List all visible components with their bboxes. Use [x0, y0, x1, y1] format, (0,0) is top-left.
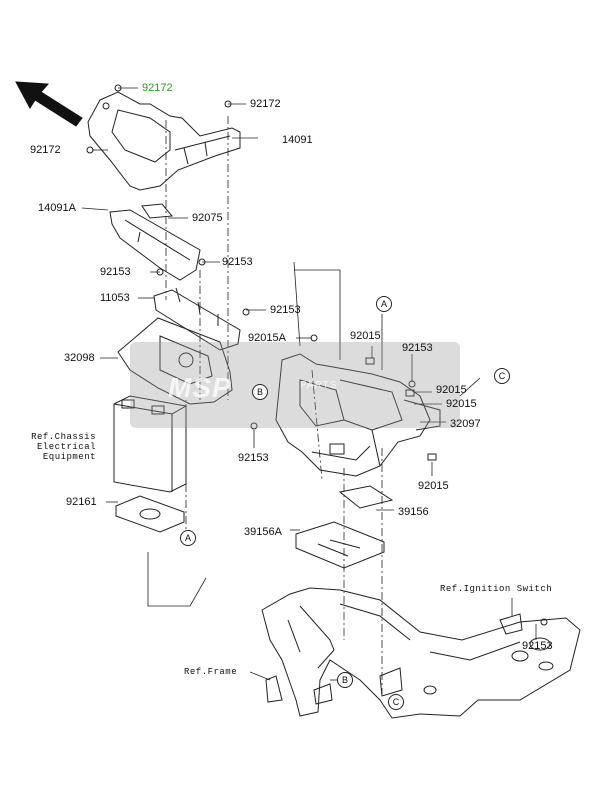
part-label-92153[interactable]: 92153: [222, 256, 253, 268]
part-label-92161[interactable]: 92161: [66, 496, 97, 508]
part-label-92153[interactable]: 92153: [238, 452, 269, 464]
part-label-14091a[interactable]: 14091A: [38, 202, 76, 214]
pad-39156a-drawing: [295, 521, 385, 569]
part-label-92015[interactable]: 92015: [446, 398, 477, 410]
part-label-39156a[interactable]: 39156A: [244, 526, 282, 538]
cover-14091a-drawing: [109, 209, 201, 281]
battery-case-32097-drawing: [275, 353, 441, 477]
part-label-92172[interactable]: 92172: [30, 144, 61, 156]
part-label-32098[interactable]: 32098: [64, 352, 95, 364]
pad-39156-drawing: [338, 485, 394, 509]
part-label-92153[interactable]: 92153: [100, 266, 131, 278]
marker-b: B: [337, 672, 353, 688]
part-label-32097[interactable]: 32097: [450, 418, 481, 430]
watermark-box: [130, 342, 460, 428]
ref-ignition-switch: Ref.Ignition Switch: [440, 584, 553, 594]
frame-drawing: [261, 587, 581, 719]
watermark-sub: PARTS: [300, 380, 338, 391]
pad-92161-drawing: [115, 495, 185, 533]
part-label-14091[interactable]: 14091: [282, 134, 313, 146]
leader-lines: [81, 87, 537, 694]
part-label-92015a[interactable]: 92015A: [248, 332, 286, 344]
part-label-92015[interactable]: 92015: [436, 384, 467, 396]
watermark-brand: MSP: [168, 372, 232, 403]
part-label-92153[interactable]: 92153: [402, 342, 433, 354]
part-label-92015[interactable]: 92015: [418, 480, 449, 492]
part-label-11053[interactable]: 11053: [100, 292, 130, 304]
part-label-92075[interactable]: 92075: [192, 212, 223, 224]
part-label-92153[interactable]: 92153: [270, 304, 301, 316]
part-label-92172[interactable]: 92172: [250, 98, 281, 110]
marker-b: B: [252, 384, 268, 400]
ref-chassis-electrical: Ref.Chassis Electrical Equipment: [31, 432, 96, 462]
marker-a: A: [376, 296, 392, 312]
marker-c: C: [388, 694, 404, 710]
marker-a: A: [180, 530, 196, 546]
part-label-92153[interactable]: 92153: [522, 640, 553, 652]
part-label-39156[interactable]: 39156: [398, 506, 429, 518]
ref-frame: Ref.Frame: [184, 667, 238, 677]
front-arrow-icon: [15, 81, 83, 127]
cover-14091-drawing: [87, 91, 241, 191]
marker-c: C: [494, 368, 510, 384]
part-label-92015[interactable]: 92015: [350, 330, 381, 342]
bracket-11053-drawing: [153, 287, 241, 351]
pad-92075-drawing: [141, 203, 173, 219]
part-label-92172-highlighted[interactable]: 92172: [142, 82, 173, 94]
